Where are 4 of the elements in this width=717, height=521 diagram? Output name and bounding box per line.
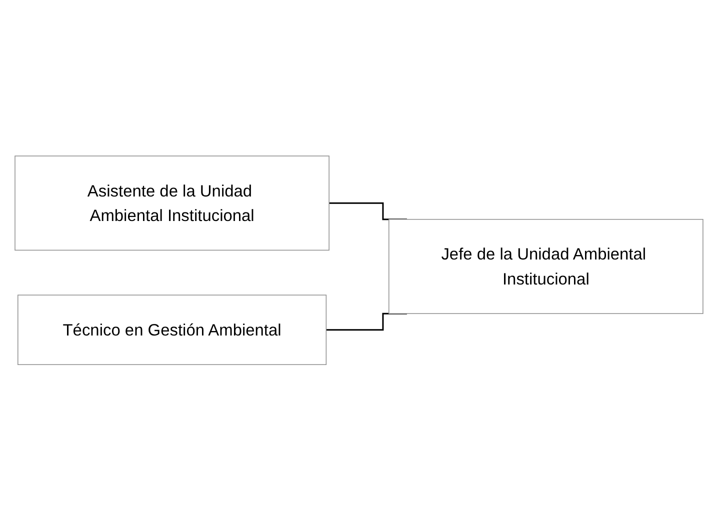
connector <box>328 202 406 220</box>
node-box: Asistente de la Unidad Ambiental Institucional <box>14 156 329 251</box>
node-box: Jefe de la Unidad Ambiental Institucional <box>388 219 703 314</box>
node-box: Técnico en Gestión Ambiental <box>17 294 326 366</box>
